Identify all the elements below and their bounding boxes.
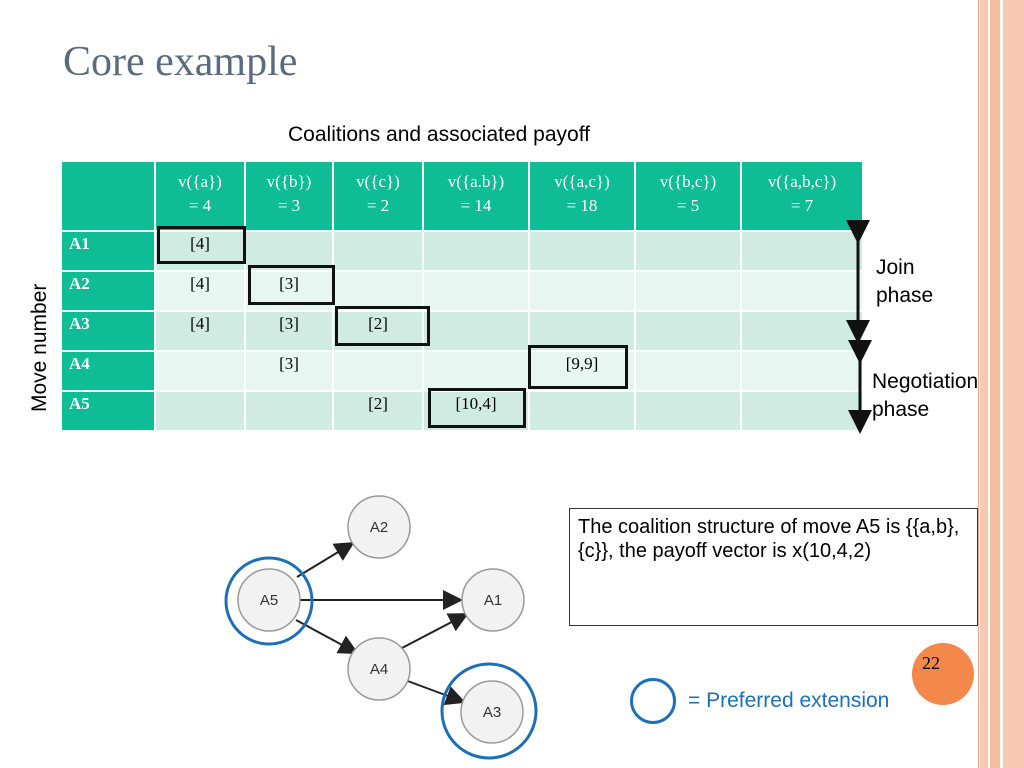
table-caption: Coalitions and associated payoff — [288, 123, 590, 146]
coalition-info-box: The coalition structure of move A5 is {{… — [569, 508, 978, 626]
table-cell: [3] — [244, 310, 334, 352]
page-number-badge: 22 — [912, 643, 974, 705]
edge-a5-a2 — [296, 541, 355, 578]
table-cell: [9,9] — [528, 350, 636, 392]
graph-node-a1: A1 — [461, 568, 525, 632]
table-cell — [740, 310, 864, 352]
table-cell — [422, 230, 530, 272]
node-label: A2 — [370, 519, 388, 536]
table-cell — [634, 390, 742, 432]
decor-stripe — [990, 0, 1000, 768]
table-header-row: v({a})= 4 v({b})= 3 v({c})= 2 v({a.b})= … — [60, 160, 864, 232]
table-cell — [528, 390, 636, 432]
highlight-box-a3 — [335, 306, 430, 346]
row-label: A5 — [60, 390, 156, 432]
header-cell: v({b})= 3 — [244, 160, 334, 232]
stripe-divider — [978, 0, 979, 768]
preferred-extension-ring-a3 — [440, 662, 538, 760]
decor-stripe — [1003, 0, 1024, 768]
node-label: A5 — [260, 592, 278, 609]
decor-stripe — [1000, 0, 1003, 768]
table-cell — [332, 230, 424, 272]
slide-title: Core example — [63, 39, 298, 85]
table-row: A1 [4] — [60, 230, 864, 272]
table-cell — [634, 230, 742, 272]
graph-node-a2: A2 — [347, 495, 411, 559]
table-cell — [422, 270, 530, 312]
header-cell: v({a})= 4 — [154, 160, 246, 232]
highlight-box-a4 — [528, 345, 628, 389]
table-cell — [634, 310, 742, 352]
header-cell: v({a,c})= 18 — [528, 160, 636, 232]
highlight-box-a5 — [428, 388, 526, 428]
graph-node-a4: A4 — [347, 637, 411, 701]
graph-node-a5: A5 — [237, 568, 301, 632]
table-cell — [740, 230, 864, 272]
table-cell — [740, 270, 864, 312]
edge-a4-a1 — [401, 613, 469, 649]
table-cell — [332, 270, 424, 312]
header-corner — [60, 160, 156, 232]
legend-label: = Preferred extension — [688, 689, 890, 712]
table-cell — [154, 390, 246, 432]
table-cell — [422, 310, 530, 352]
table-cell: [2] — [332, 390, 424, 432]
row-label: A1 — [60, 230, 156, 272]
table-cell — [154, 350, 246, 392]
header-cell: v({c})= 2 — [332, 160, 424, 232]
table-cell — [244, 390, 334, 432]
row-label: A4 — [60, 350, 156, 392]
node-label: A3 — [483, 704, 501, 721]
table-cell: [4] — [154, 230, 246, 272]
table-cell: [4] — [154, 270, 246, 312]
table-cell: [4] — [154, 310, 246, 352]
edge-a5-a4 — [295, 619, 359, 654]
table-row: A4 [3] [9,9] — [60, 350, 864, 392]
highlight-box-a2 — [248, 265, 335, 305]
row-label: A3 — [60, 310, 156, 352]
table-cell — [528, 230, 636, 272]
table-cell — [634, 350, 742, 392]
decor-stripe — [980, 0, 988, 768]
table-cell — [332, 350, 424, 392]
table-cell — [422, 350, 530, 392]
header-cell: v({a,b,c})= 7 — [740, 160, 864, 232]
table-cell — [528, 270, 636, 312]
table-cell — [740, 350, 864, 392]
node-label: A4 — [370, 661, 388, 678]
payoff-table: v({a})= 4 v({b})= 3 v({c})= 2 v({a.b})= … — [60, 160, 864, 432]
header-cell: v({b,c})= 5 — [634, 160, 742, 232]
preferred-extension-ring-a5 — [224, 556, 314, 646]
header-cell: v({a.b})= 14 — [422, 160, 530, 232]
edge-a4-a3 — [404, 679, 466, 706]
highlight-box-a1 — [157, 226, 246, 264]
row-label: A2 — [60, 270, 156, 312]
decor-stripe — [988, 0, 990, 768]
preferred-extension-legend-icon — [630, 678, 676, 724]
table-cell: [3] — [244, 350, 334, 392]
table-cell — [634, 270, 742, 312]
node-label: A1 — [484, 592, 502, 609]
graph-node-a3: A3 — [460, 680, 524, 744]
